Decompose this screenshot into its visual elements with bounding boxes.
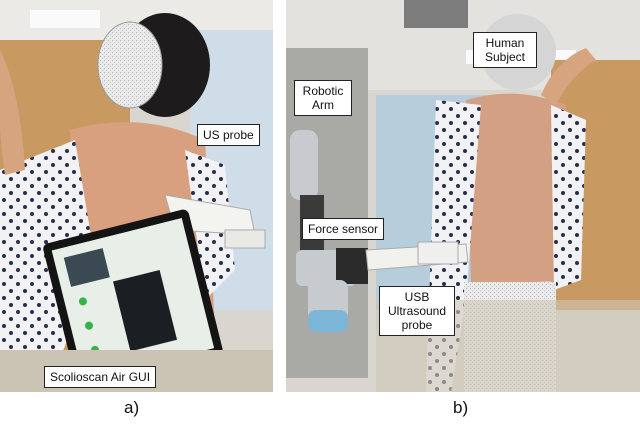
callout-usb-ultrasound-probe: USB Ultrasound probe [379,286,455,336]
callout-force-sensor: Force sensor [302,218,385,240]
tablet-gui [43,209,223,389]
callout-scolioscan-gui: Scolioscan Air GUI [44,366,157,388]
scene-a [0,0,273,392]
photo-panel-a: US probe Scolioscan Air GUI [0,0,273,392]
callout-us-probe: US probe [197,124,260,146]
panel-label-a: a) [124,398,140,417]
panel-label-b: b) [453,398,469,417]
anonymized-face-a [97,21,163,109]
usb-ultrasound-probe [365,241,469,271]
robotic-arm [290,130,368,332]
scene-b [286,0,640,392]
callout-human-subject: Human Subject [473,32,537,68]
callout-robotic-arm: Robotic Arm [294,80,352,116]
photo-panel-b: Robotic Arm Human Subject Force sensor U… [286,0,640,392]
